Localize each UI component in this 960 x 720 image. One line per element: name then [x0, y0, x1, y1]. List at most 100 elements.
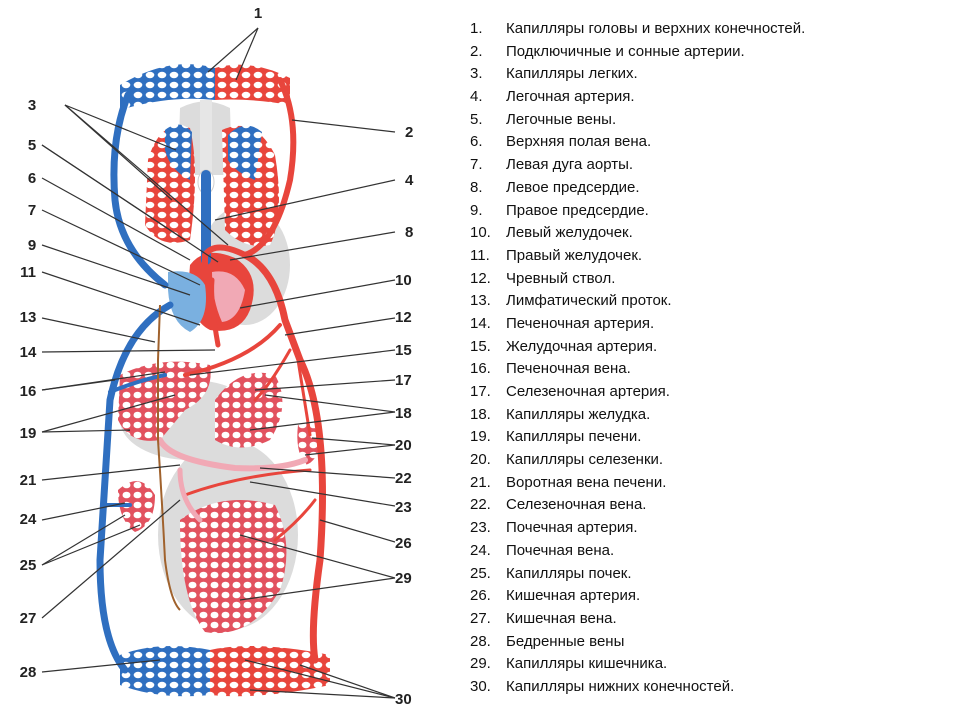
callout-10: 10: [395, 272, 412, 289]
legend-text: Левое предсердие.: [506, 178, 640, 196]
legend-item: 6.Верхняя полая вена.: [470, 131, 950, 154]
legend-item: 5.Легочные вены.: [470, 109, 950, 132]
legend-number: 25.: [470, 564, 491, 582]
legend-number: 18.: [470, 405, 491, 423]
legend-text: Легочная артерия.: [506, 88, 635, 106]
callout-1: 1: [254, 5, 262, 22]
legend-item: 11. Правый желудочек.: [470, 245, 950, 268]
legend-item: 24. Почечная вена.: [470, 540, 950, 563]
legend-text: Чревный ствол.: [506, 269, 616, 287]
legend-item: 30. Капилляры нижних конечностей.: [470, 676, 950, 699]
callout-14: 14: [20, 344, 37, 361]
legend-item: 19. Капилляры печени.: [470, 426, 950, 449]
veins: [96, 91, 211, 674]
legend-item: 25. Капилляры почек.: [470, 563, 950, 586]
legend-text: Кишечная артерия.: [506, 587, 641, 605]
circulatory-system-diagram: 1 2 3 4 5 6 7 8 9 10 11 12 13 14 15 16 1…: [20, 5, 414, 708]
leader-lines: [41, 27, 396, 699]
legend-list: 1. Капилляры головы и верхних конечностей…: [470, 18, 950, 699]
legend-item: 7.Левая дуга аорты.: [470, 154, 950, 177]
callout-8: 8: [405, 224, 413, 241]
legend-number: 26.: [470, 587, 491, 605]
legend-item: 26. Кишечная артерия.: [470, 585, 950, 608]
legend-number: 19.: [470, 428, 491, 446]
callout-9: 9: [28, 237, 36, 254]
callout-22: 22: [395, 470, 412, 487]
legend-item: 8. Левое предсердие.: [470, 177, 950, 200]
legend-item: 20.Капилляры селезенки.: [470, 449, 950, 472]
legend-text: Почечная вена.: [506, 541, 615, 559]
callout-26: 26: [395, 535, 412, 552]
legend-text: Печеночная вена.: [506, 360, 631, 378]
portal-system: [157, 437, 308, 523]
legend-text: Капилляры печени.: [506, 428, 642, 446]
legend-item: 1. Капилляры головы и верхних конечностей…: [470, 18, 950, 41]
callout-6: 6: [28, 170, 36, 187]
legend-number: 6.: [470, 133, 483, 151]
callout-7: 7: [28, 202, 36, 219]
legend-item: 16. Печеночная вена.: [470, 358, 950, 381]
legend-item: 17.Селезеночная артерия.: [470, 381, 950, 404]
legend-number: 22.: [470, 496, 491, 514]
legend-number: 16.: [470, 360, 491, 378]
legend-item: 12. Чревный ствол.: [470, 268, 950, 291]
callout-19: 19: [20, 425, 37, 442]
lymph-duct: [157, 304, 181, 611]
legend-item: 22. Селезеночная вена.: [470, 494, 950, 517]
legend-text: Почечная артерия.: [506, 519, 638, 537]
callout-28: 28: [20, 664, 37, 681]
legend-item: 15. Желудочная артерия.: [470, 336, 950, 359]
legend-item: 28.Бедренные вены: [470, 631, 950, 654]
callout-5: 5: [28, 137, 36, 154]
legend-text: Кишечная вена.: [506, 609, 617, 627]
legend-text: Капилляры нижних конечностей.: [506, 677, 735, 695]
legend-number: 17.: [470, 383, 491, 400]
legend-text: Подключичные и сонные артерии.: [506, 42, 745, 60]
legend-number: 1.: [470, 20, 483, 37]
legend-number: 28.: [470, 632, 491, 650]
legend-number: 24.: [470, 541, 491, 559]
legend-item: 10. Левый желудочек.: [470, 222, 950, 245]
legend-text: Правый желудочек.: [506, 246, 643, 264]
callout-21: 21: [20, 472, 37, 489]
legend-number: 13.: [470, 292, 491, 310]
stomach: [215, 372, 283, 448]
lung-left: [145, 124, 195, 243]
callout-24: 24: [20, 511, 37, 528]
legend-number: 30.: [470, 677, 491, 695]
legend-item: 27.Кишечная вена.: [470, 608, 950, 631]
legend-item: 9.Правое предсердие.: [470, 200, 950, 223]
callout-12: 12: [395, 309, 412, 326]
callout-4: 4: [405, 172, 414, 189]
callout-29: 29: [395, 570, 412, 587]
legend-text: Легочные вены.: [506, 110, 617, 128]
legend-item: 13.Лимфатический проток.: [470, 290, 950, 313]
legend-item: 23.Почечная артерия.: [470, 517, 950, 540]
legend-text: Селезеночная вена.: [506, 496, 647, 514]
legend-number: 12.: [470, 269, 491, 287]
legend-number: 3.: [470, 65, 483, 83]
lung-right: [222, 125, 279, 246]
legend-text: Капилляры кишечника.: [506, 655, 668, 673]
legend-number: 9.: [470, 201, 483, 219]
legend-number: 20.: [470, 451, 491, 469]
callout-20: 20: [395, 437, 412, 454]
legend-text: Левый желудочек.: [506, 224, 633, 242]
callout-16: 16: [20, 383, 37, 400]
legend-number: 14.: [470, 314, 491, 332]
legend-number: 10.: [470, 224, 491, 242]
legend-number: 15.: [470, 337, 491, 355]
callout-25: 25: [20, 557, 37, 574]
legend-number: 2.: [470, 42, 483, 60]
legend-text: Капилляры головы и верхних конечностей.: [506, 20, 806, 37]
legend-number: 8.: [470, 178, 483, 196]
callout-23: 23: [395, 499, 412, 516]
callout-15: 15: [395, 342, 412, 359]
callout-11: 11: [20, 264, 36, 281]
legend-item: 14.Печеночная артерия.: [470, 313, 950, 336]
leg-capillaries: [120, 646, 330, 697]
legend-text: Желудочная артерия.: [506, 337, 658, 355]
legend-number: 11.: [470, 246, 490, 264]
callout-27: 27: [20, 610, 37, 627]
legend-text: Капилляры почек.: [506, 564, 632, 582]
